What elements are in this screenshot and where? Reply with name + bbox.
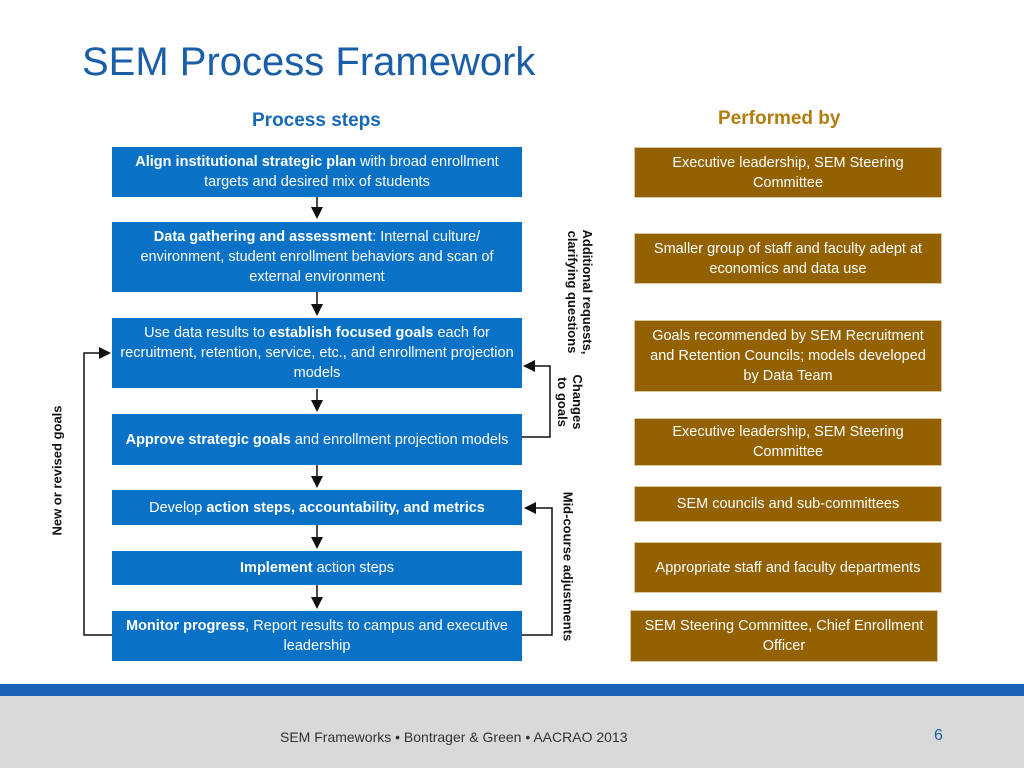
- performer-3: Goals recommended by SEM Recruitment and…: [634, 320, 942, 392]
- performer-5: SEM councils and sub-committees: [634, 486, 942, 522]
- footer-text: SEM Frameworks • Bontrager & Green • AAC…: [280, 729, 628, 745]
- performer-6: Appropriate staff and faculty department…: [634, 542, 942, 593]
- loop-changes-goals: [522, 360, 551, 438]
- label-changes-to-goals: Changes to goals: [555, 374, 585, 430]
- process-steps-header: Process steps: [252, 110, 381, 131]
- step-establish-goals: Use data results to establish focused go…: [112, 318, 522, 388]
- performer-2: Smaller group of staff and faculty adept…: [634, 233, 942, 284]
- performer-1: Executive leadership, SEM Steering Commi…: [634, 147, 942, 198]
- label-new-revised-goals: New or revised goals: [49, 405, 65, 536]
- page-number: 6: [934, 727, 943, 744]
- footer-accent-bar: [0, 684, 1024, 696]
- performed-by-header: Performed by: [718, 108, 841, 129]
- step-data-gathering: Data gathering and assessment: Internal …: [112, 222, 522, 292]
- step-align-strategic-plan: Align institutional strategic plan with …: [112, 147, 522, 197]
- performer-7: SEM Steering Committee, Chief Enrollment…: [630, 610, 938, 662]
- loop-midcourse: [522, 502, 553, 636]
- label-additional-requests: Additional requests, clarifying question…: [565, 229, 595, 355]
- label-midcourse-adjustments: Mid-course adjustments: [560, 491, 576, 642]
- step-implement: Implement action steps: [112, 551, 522, 585]
- loop-new-goals: [83, 347, 112, 636]
- page-title: SEM Process Framework: [82, 40, 536, 84]
- performer-4: Executive leadership, SEM Steering Commi…: [634, 418, 942, 466]
- step-develop-action-steps: Develop action steps, accountability, an…: [112, 490, 522, 525]
- step-monitor-progress: Monitor progress, Report results to camp…: [112, 611, 522, 661]
- footer-band: [0, 696, 1024, 768]
- step-approve-goals: Approve strategic goals and enrollment p…: [112, 414, 522, 465]
